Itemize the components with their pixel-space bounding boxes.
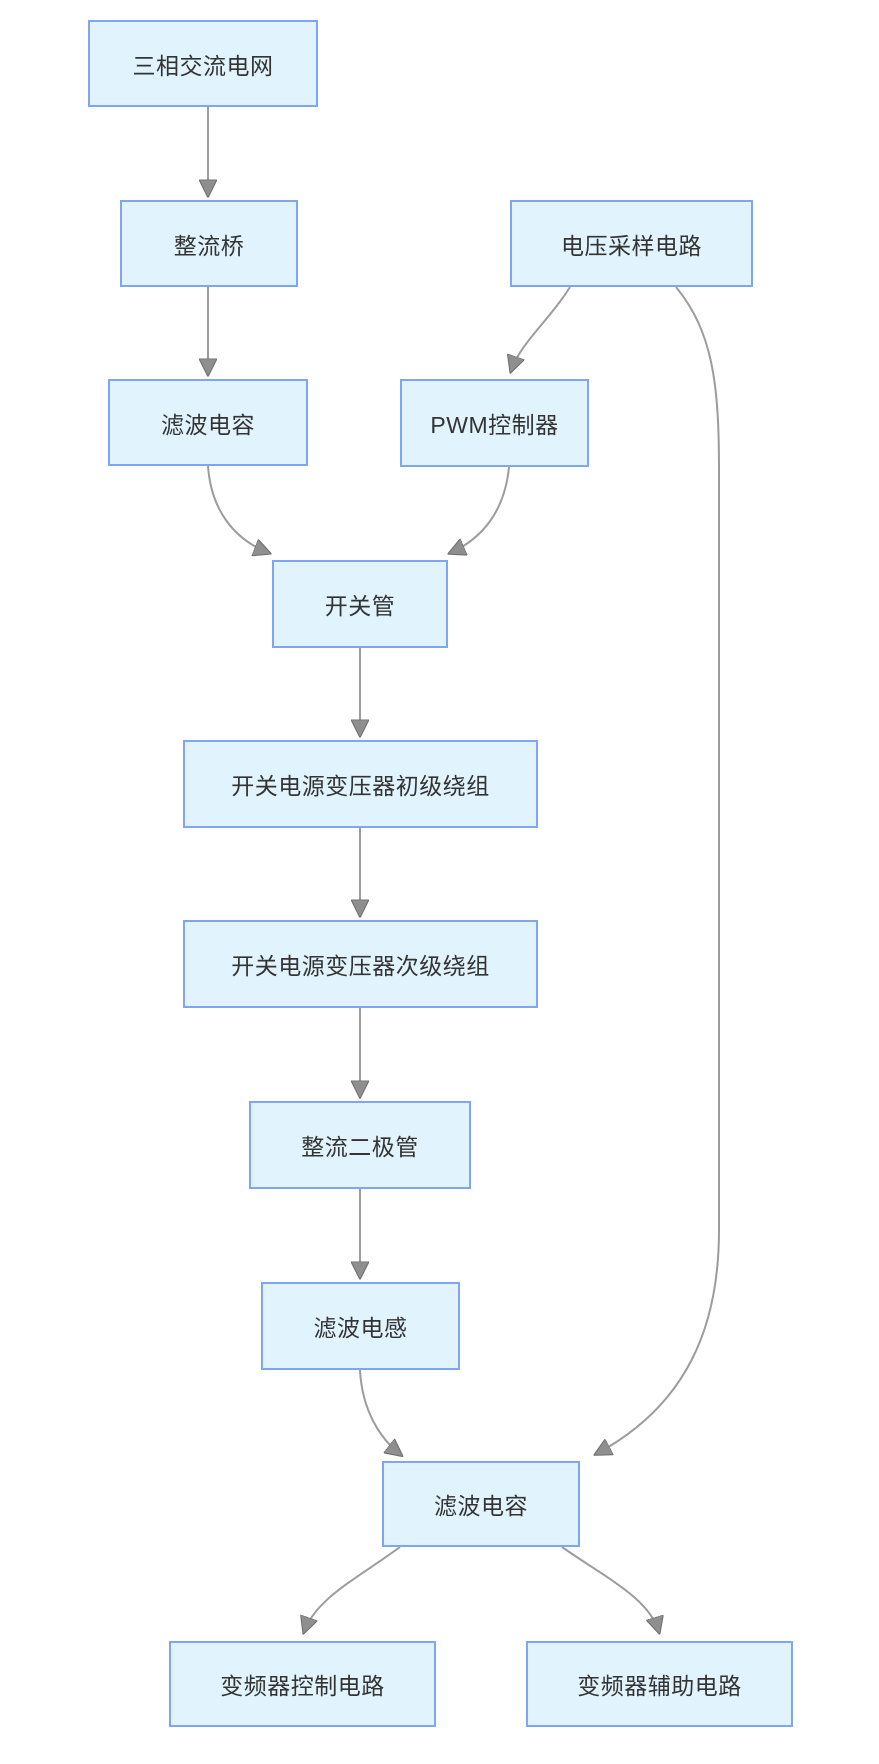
node-label: 整流桥: [173, 232, 245, 259]
node-label: 电压采样电路: [561, 232, 702, 259]
node-label: 开关电源变压器初级绕组: [231, 773, 490, 799]
edge-inductor-to-filter-cap-out: [359, 1369, 401, 1455]
node-label: 变频器控制电路: [220, 1673, 385, 1699]
node-inverter-control-circuit: 变频器控制电路: [169, 1641, 436, 1727]
node-inverter-auxiliary-circuit: 变频器辅助电路: [526, 1641, 793, 1727]
node-switching-tube: 开关管: [272, 560, 448, 648]
edge-filter-cap-out-to-auxiliary: [561, 1546, 659, 1632]
node-three-phase-ac-grid: 三相交流电网: [88, 20, 318, 107]
node-label: 滤波电容: [161, 411, 255, 438]
node-rectifier-bridge: 整流桥: [120, 200, 298, 287]
node-label: 三相交流电网: [132, 52, 274, 79]
edge-filter-cap-out-to-control: [304, 1546, 401, 1632]
node-smps-transformer-secondary: 开关电源变压器次级绕组: [183, 920, 538, 1008]
node-filter-inductor: 滤波电感: [261, 1282, 460, 1370]
node-smps-transformer-primary: 开关电源变压器初级绕组: [183, 740, 538, 828]
node-voltage-sampling-circuit: 电压采样电路: [510, 200, 753, 287]
node-label: 开关管: [324, 593, 396, 619]
node-label: PWM控制器: [430, 412, 559, 438]
node-rectifier-diode: 整流二极管: [249, 1101, 471, 1189]
node-filter-capacitor-output: 滤波电容: [382, 1461, 580, 1547]
edge-sampling-to-pwm: [511, 286, 571, 371]
node-label: 滤波电感: [313, 1315, 408, 1341]
node-filter-capacitor-input: 滤波电容: [108, 379, 308, 466]
node-label: 变频器辅助电路: [577, 1673, 742, 1699]
edge-pwm-to-switch: [450, 466, 510, 553]
node-label: 滤波电容: [434, 1493, 528, 1519]
node-label: 整流二极管: [301, 1134, 419, 1160]
node-pwm-controller: PWM控制器: [400, 379, 589, 467]
node-label: 开关电源变压器次级绕组: [231, 953, 490, 979]
edge-filter-cap-in-to-switch: [207, 465, 269, 553]
edge-sampling-to-filter-cap-out: [596, 286, 720, 1454]
